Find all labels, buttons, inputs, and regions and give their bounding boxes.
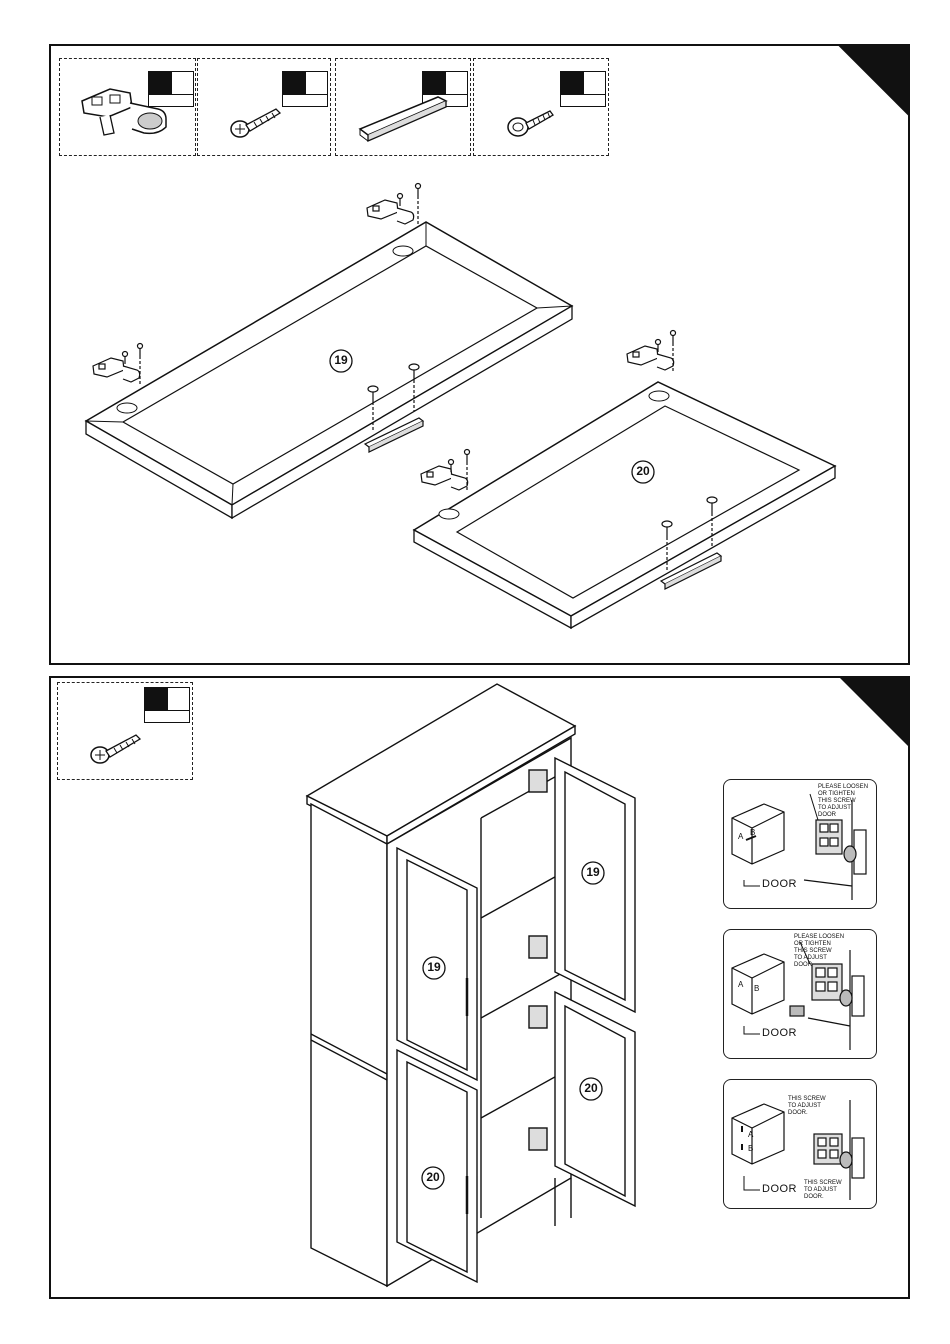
door-20-left (397, 1050, 477, 1282)
direction-a: A (738, 980, 743, 989)
hinge-adjust-detail-side: PLEASE LOOSEN OR TIGHTEN THIS SCREW TO A… (723, 779, 877, 909)
direction-b: B (754, 984, 759, 993)
hinge-adjust-detail-height: THIS SCREW TO ADJUST DOOR. THIS SCREW TO… (723, 1079, 877, 1209)
step-panel-door-hinges: 19 20 (49, 44, 910, 665)
direction-a: A (738, 832, 743, 841)
adjust-note: PLEASE LOOSEN OR TIGHTEN THIS SCREW TO A… (818, 784, 874, 819)
door-label: DOOR (762, 878, 797, 890)
direction-b: B (750, 828, 755, 837)
adjust-note-bottom: THIS SCREW TO ADJUST DOOR. (804, 1180, 864, 1201)
door-label-19-right: 19 (583, 865, 603, 879)
door-label: DOOR (762, 1183, 797, 1195)
door-label: DOOR (762, 1027, 797, 1039)
door-19-panel (86, 222, 572, 518)
door-label-20-right: 20 (581, 1081, 601, 1095)
hinge-adjust-detail-front: PLEASE LOOSEN OR TIGHTEN THIS SCREW TO A… (723, 929, 877, 1059)
door-19-right (555, 758, 635, 1012)
door-19-assembly (51, 46, 912, 667)
door-label-20-left: 20 (423, 1170, 443, 1184)
cabinet-side (311, 804, 387, 1286)
door-20-label: 20 (633, 464, 653, 478)
adjust-note: PLEASE LOOSEN OR TIGHTEN THIS SCREW TO A… (794, 934, 874, 969)
direction-b: B (748, 1144, 753, 1153)
adjust-note-top: THIS SCREW TO ADJUST DOOR. (788, 1096, 848, 1117)
door-20-panel (414, 382, 835, 628)
door-label-19-left: 19 (424, 960, 444, 974)
direction-a: A (748, 1130, 753, 1139)
door-19-label: 19 (331, 353, 351, 367)
step-panel-attach-doors: 19 19 20 20 PLEASE LOOSEN OR TIGHTEN THI… (49, 676, 910, 1299)
